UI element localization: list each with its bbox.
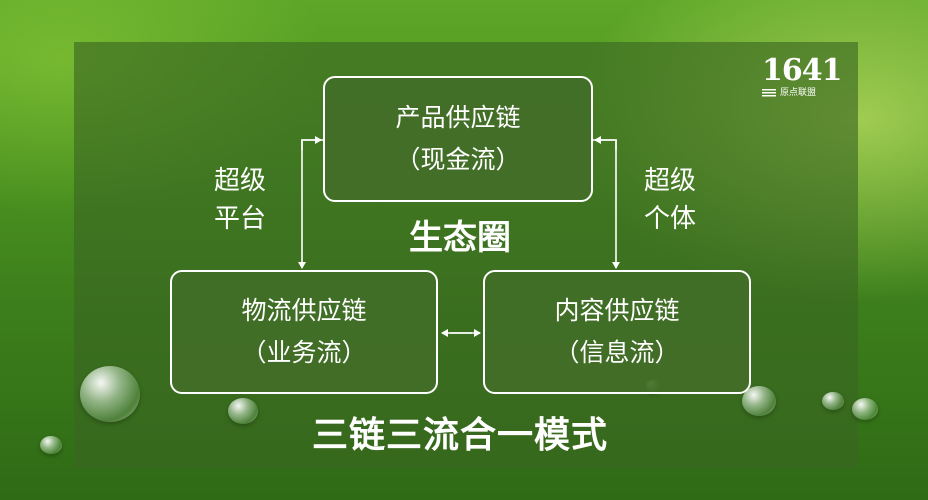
water-drop bbox=[822, 392, 844, 410]
label-super-individual: 超级 个体 bbox=[630, 162, 710, 238]
node-title: 产品供应链 bbox=[395, 103, 521, 132]
water-drop bbox=[40, 436, 62, 454]
arrow-top-right bbox=[593, 139, 620, 269]
water-drop bbox=[80, 366, 140, 422]
label-line: 个体 bbox=[643, 204, 696, 234]
water-drop bbox=[852, 398, 878, 420]
label-line: 超级 bbox=[643, 166, 696, 196]
logo-lines-icon bbox=[762, 88, 776, 98]
node-content-supply-chain: 内容供应链 （信息流） bbox=[483, 270, 751, 394]
arrow-top-left bbox=[298, 139, 323, 269]
water-drop bbox=[742, 386, 776, 416]
arrow-top-left-back bbox=[301, 136, 322, 150]
arrow-top-right-back bbox=[594, 136, 617, 150]
node-logistics-supply-chain: 物流供应链 （业务流） bbox=[170, 270, 438, 394]
node-title: 物流供应链 bbox=[241, 296, 367, 325]
node-title: 内容供应链 bbox=[554, 296, 680, 325]
label-line: 平台 bbox=[213, 204, 266, 234]
ecosystem-label: 生态圈 bbox=[409, 218, 511, 258]
node-product-supply-chain: 产品供应链 （现金流） bbox=[323, 76, 593, 202]
label-super-platform: 超级 平台 bbox=[200, 162, 280, 238]
node-subtitle: （现金流） bbox=[395, 145, 521, 174]
brand-logo: 1641 原点联盟 bbox=[762, 56, 844, 100]
logo-subtitle: 原点联盟 bbox=[780, 88, 817, 98]
logo-number: 1641 bbox=[762, 53, 843, 88]
node-subtitle: （信息流） bbox=[554, 338, 680, 367]
label-line: 超级 bbox=[213, 166, 266, 196]
model-title: 三链三流合一模式 bbox=[311, 415, 608, 456]
node-subtitle: （业务流） bbox=[241, 338, 367, 367]
water-drop bbox=[228, 398, 258, 424]
